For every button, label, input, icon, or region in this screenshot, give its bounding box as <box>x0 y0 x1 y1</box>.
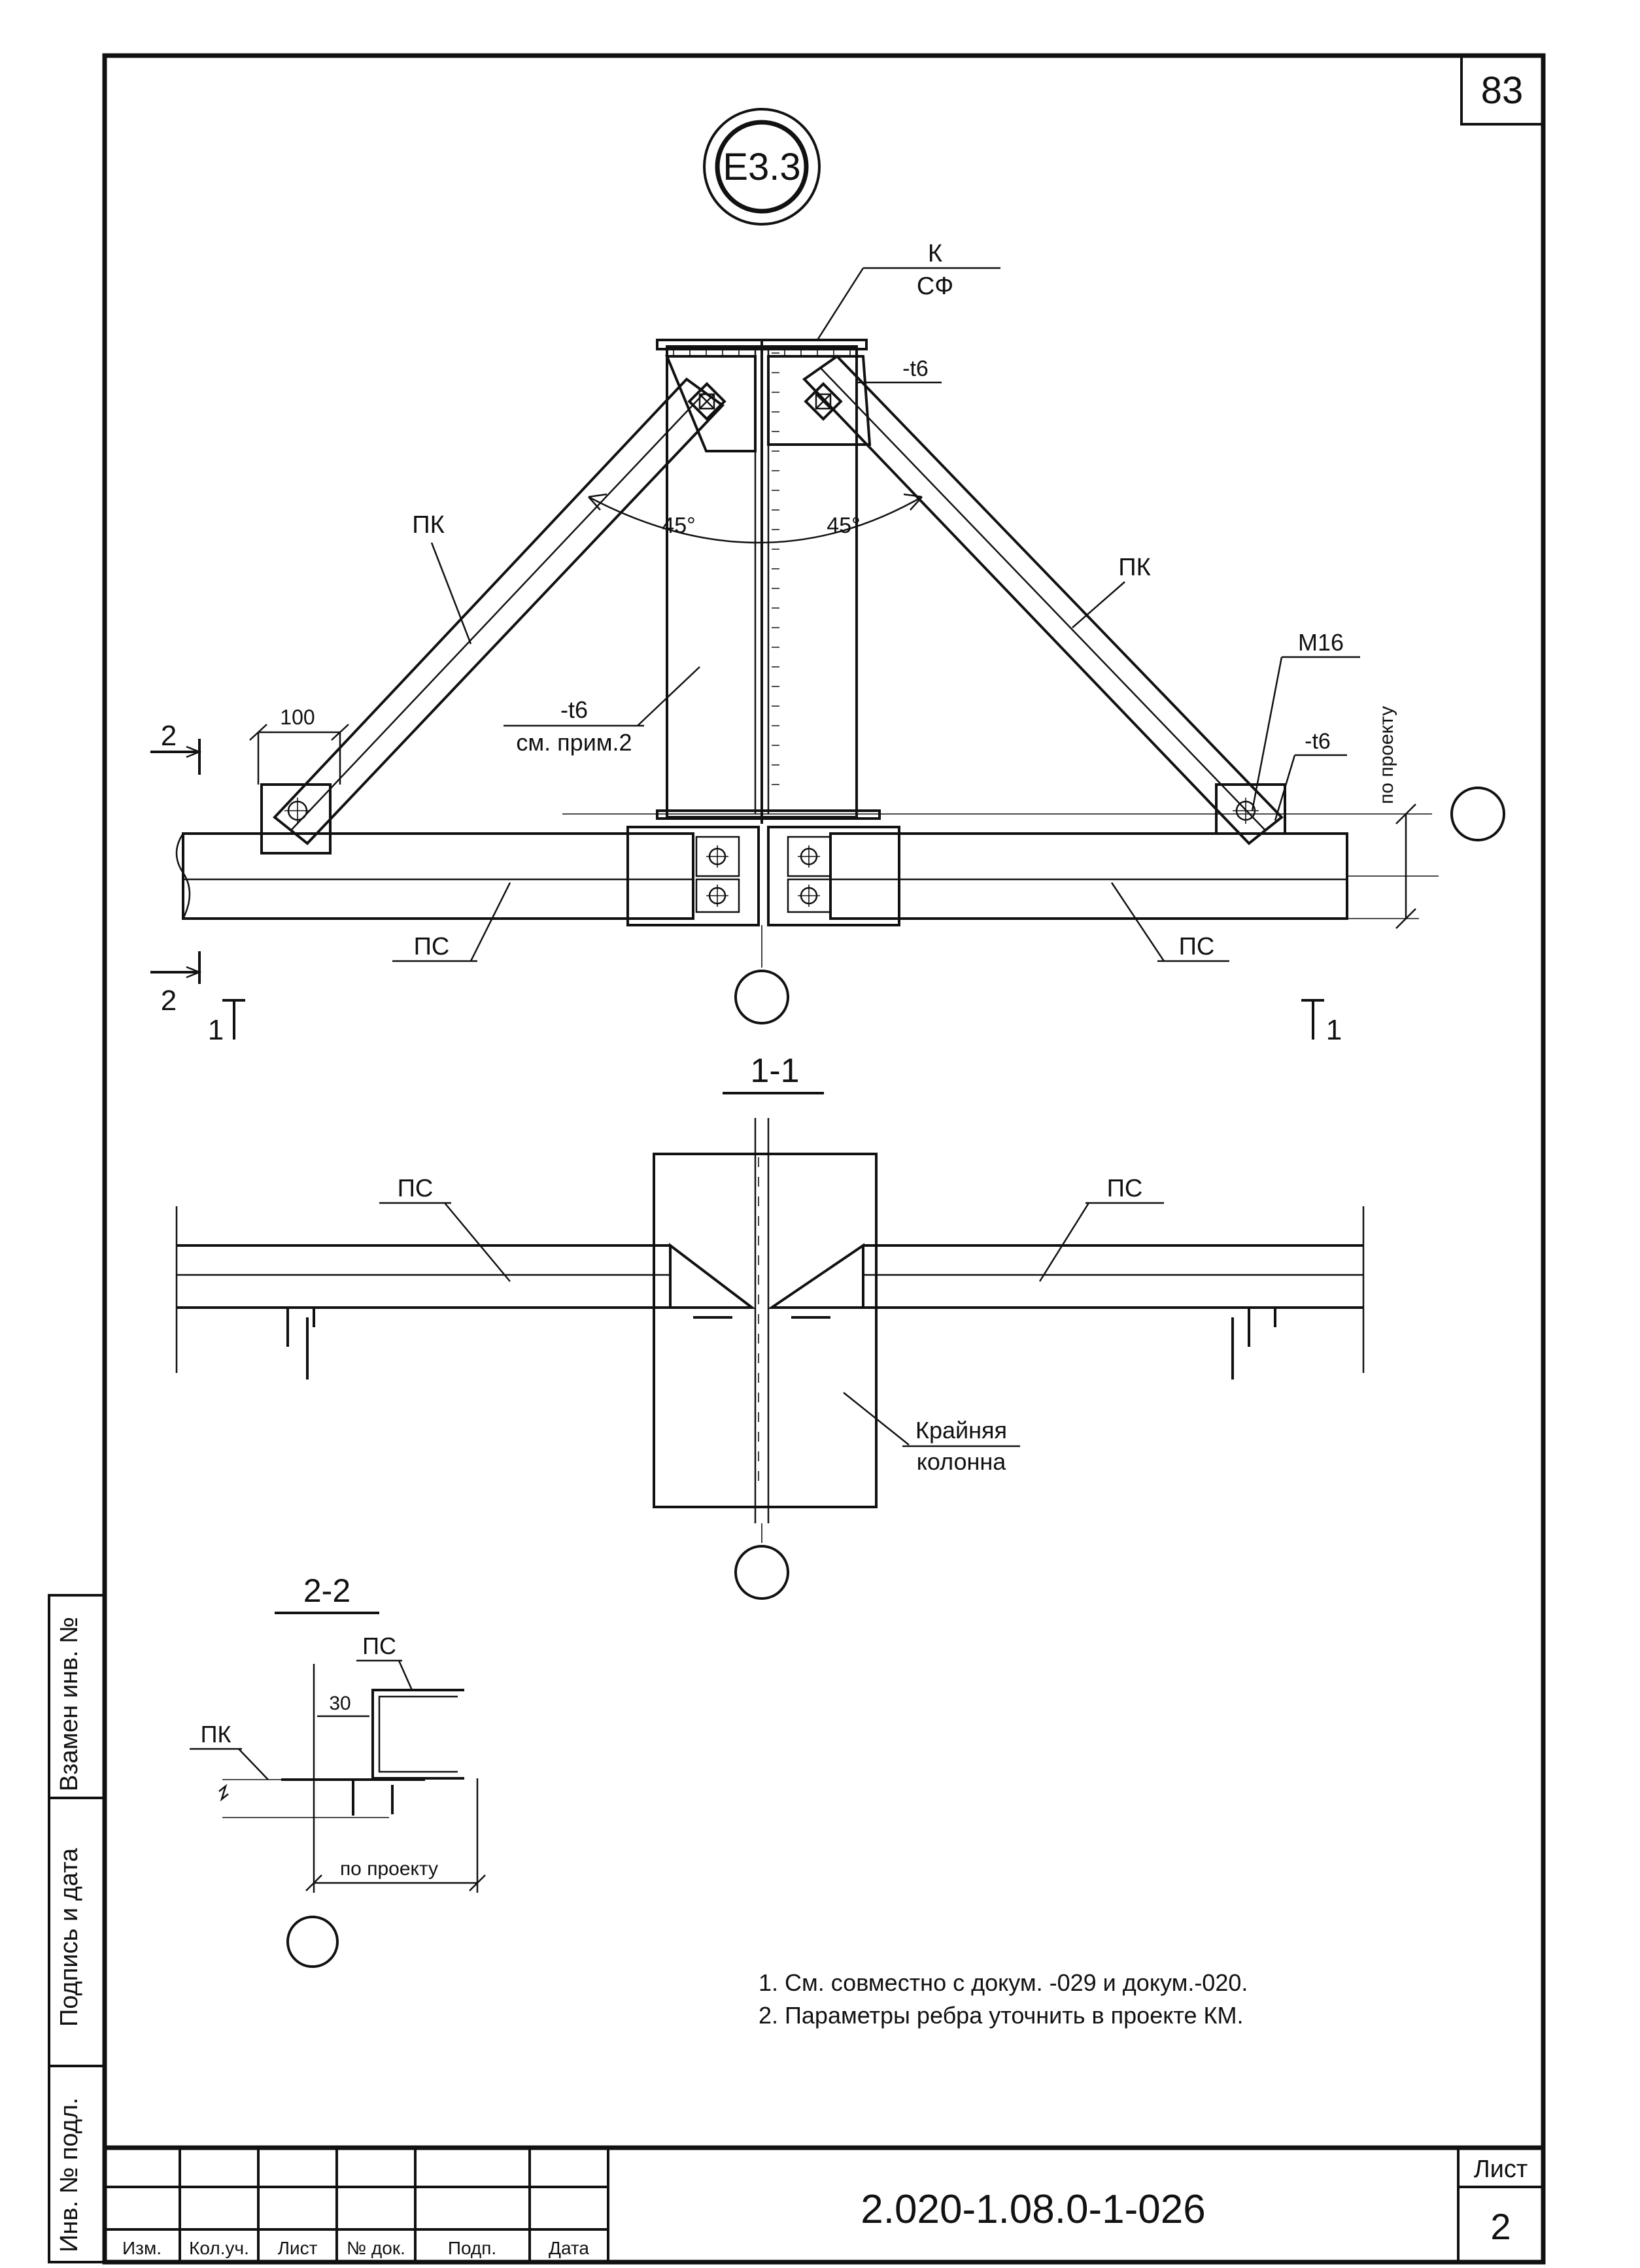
column-label-line1: Крайняя <box>915 1417 1007 1444</box>
sheet-frame: 83 <box>102 53 1546 2265</box>
doc-code: 2.020-1.08.0-1-026 <box>861 2187 1205 2232</box>
section-2-2-beam-label: ПС <box>362 1633 396 1659</box>
node-marker: Е3.3 <box>703 108 821 226</box>
beam-left-label: ПС <box>414 933 450 960</box>
column-label-line2: колонна <box>917 1448 1007 1475</box>
tb-col-kol: Кол.уч. <box>189 2238 249 2258</box>
rib-label-bottom: см. прим.2 <box>516 729 632 756</box>
side-stamp-field1: Взамен инв. № <box>56 1617 83 1791</box>
sheet-label: Лист <box>1474 2156 1528 2183</box>
angle-right-label: 45° <box>827 513 860 538</box>
cut2-bottom: 2 <box>161 985 177 1017</box>
section-1-1-beam-left: ПС <box>398 1175 434 1202</box>
tb-col-date: Дата <box>549 2238 589 2258</box>
tb-col-izm: Изм. <box>122 2238 162 2258</box>
angle-left-label: 45° <box>662 513 695 538</box>
column-label-top: К <box>928 240 942 267</box>
rib-label-top: -t6 <box>560 696 588 723</box>
section-1-1: 1-1 ПС ПС Крайняя колон <box>175 1052 1365 1600</box>
beam-right-label: ПС <box>1179 933 1215 960</box>
by-project-2-2: по проекту <box>340 1858 438 1880</box>
gusset-right-label: -t6 <box>902 356 929 381</box>
side-stamp: Взамен инв. № Подпись и дата Инв. № подл… <box>48 1594 106 2263</box>
rib-right-label: -t6 <box>1305 729 1331 754</box>
section-2-2-title: 2-2 <box>303 1572 350 1609</box>
notes: 1. См. совместно с докум. -029 и докум.-… <box>759 1969 1248 2029</box>
by-project-vertical: по проекту <box>1376 706 1397 804</box>
dim-100: 100 <box>280 705 315 729</box>
bolt-label: М16 <box>1298 629 1344 656</box>
sheet-number: 2 <box>1490 2206 1511 2247</box>
section-1-1-title: 1-1 <box>750 1052 799 1090</box>
brace-left-label: ПК <box>412 511 444 539</box>
section-2-2-brace-label: ПК <box>201 1721 231 1748</box>
dim-30: 30 <box>329 1693 350 1714</box>
brace-right-label: ПК <box>1118 554 1150 581</box>
main-view: 45° 45° <box>150 240 1505 1046</box>
note-2: 2. Параметры ребра уточнить в проекте КМ… <box>759 2002 1243 2029</box>
page-number: 83 <box>1481 69 1524 112</box>
cut1-left: 1 <box>208 1014 224 1046</box>
title-block: Изм. Кол.уч. Лист № док. Подп. Дата 2.02… <box>102 2145 1546 2265</box>
tb-col-doc: № док. <box>347 2238 405 2258</box>
cut1-right: 1 <box>1326 1014 1342 1046</box>
node-marker-label: Е3.3 <box>723 146 800 188</box>
section-1-1-beam-right: ПС <box>1107 1175 1143 1202</box>
side-stamp-field2: Подпись и дата <box>56 1848 83 2027</box>
tb-col-podp: Подп. <box>448 2238 496 2258</box>
column-label-bottom: СФ <box>917 273 953 300</box>
section-2-2: 2-2 по проекту 30 ПС ПК <box>190 1572 486 1968</box>
cut2-top: 2 <box>161 720 177 752</box>
side-stamp-field3: Инв. № подл. <box>56 2097 83 2252</box>
note-1: 1. См. совместно с докум. -029 и докум.-… <box>759 1969 1248 1996</box>
tb-col-list: Лист <box>278 2238 318 2258</box>
